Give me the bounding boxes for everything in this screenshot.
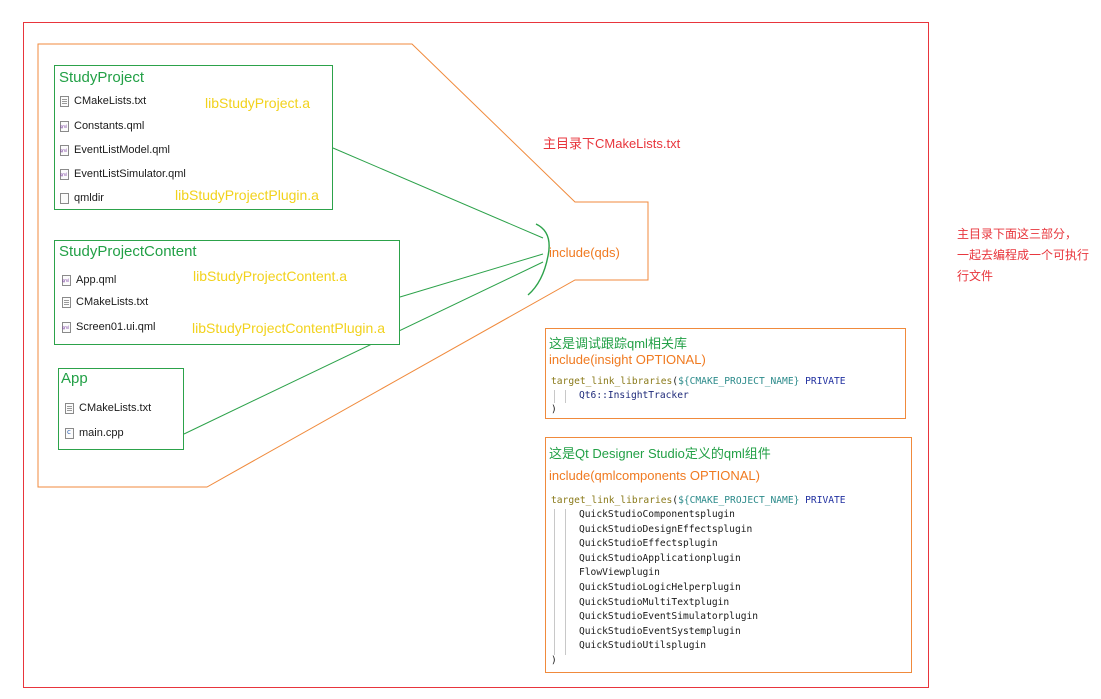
code-private: PRIVATE	[805, 376, 846, 387]
connector-study-project	[332, 147, 544, 239]
qmlcomponents-lib: QuickStudioUtilsplugin	[579, 640, 707, 652]
main-cmake-label: 主目录下CMakeLists.txt	[543, 136, 681, 151]
study-project-title: StudyProject	[59, 69, 145, 86]
insight-box: 这是调试跟踪qml相关库 include(insight OPTIONAL) t…	[545, 328, 906, 419]
qml-file-icon	[60, 120, 69, 132]
code-variable: ${CMAKE_PROJECT_NAME}	[678, 376, 800, 387]
text-file-icon	[65, 402, 74, 414]
qmlcomponents-lib: FlowViewplugin	[579, 567, 660, 579]
file-item[interactable]: App.qml	[62, 274, 116, 286]
file-name: App.qml	[76, 274, 117, 286]
file-item[interactable]: EventListSimulator.qml	[60, 168, 186, 180]
code-indent-guide	[554, 509, 555, 655]
qmlcomponents-lib: QuickStudioMultiTextplugin	[579, 596, 730, 608]
side-note-line: 一起去编程成一个可执行	[957, 248, 1090, 262]
study-project-content-title: StudyProjectContent	[59, 243, 197, 260]
file-item[interactable]: CMakeLists.txt	[62, 296, 148, 308]
qml-file-icon	[62, 274, 71, 286]
cpp-file-icon	[65, 427, 74, 439]
insight-include: include(insight OPTIONAL)	[549, 352, 706, 367]
connector-app	[183, 261, 544, 435]
code-close-paren: )	[551, 404, 557, 415]
qmlcomponents-lib: QuickStudioApplicationplugin	[579, 552, 741, 564]
qmlcomponents-lib: QuickStudioLogicHelperplugin	[579, 582, 741, 593]
code-function: target_link_libraries	[551, 495, 673, 506]
file-item[interactable]: CMakeLists.txt	[60, 95, 146, 107]
lib-study-project-content-plugin-label: libStudyProjectContentPlugin.a	[192, 320, 386, 336]
file-name: EventListSimulator.qml	[74, 168, 186, 180]
file-name: Constants.qml	[74, 120, 145, 132]
qmlcomponents-lib: QuickStudioComponentsplugin	[579, 509, 735, 520]
qmlcomponents-code-line: target_link_libraries(${CMAKE_PROJECT_NA…	[551, 495, 846, 506]
code-function: target_link_libraries	[551, 376, 673, 387]
insight-code-line: target_link_libraries(${CMAKE_PROJECT_NA…	[551, 376, 846, 387]
lib-study-project-plugin-label: libStudyProjectPlugin.a	[175, 187, 319, 203]
study-project-group: StudyProject CMakeLists.txt Constants.qm…	[54, 65, 333, 210]
file-name: EventListModel.qml	[74, 144, 170, 156]
include-bracket	[527, 223, 550, 296]
code-indent-guide	[565, 390, 566, 403]
qml-file-icon	[62, 321, 71, 333]
app-group: App CMakeLists.txt main.cpp	[58, 368, 184, 450]
qmlcomponents-box: 这是Qt Designer Studio定义的qml组件 include(qml…	[545, 437, 912, 673]
app-title: App	[61, 370, 88, 387]
file-item[interactable]: Screen01.ui.qml	[62, 321, 156, 333]
file-name: main.cpp	[79, 427, 124, 439]
insight-box-title: 这是调试跟踪qml相关库	[549, 336, 687, 351]
file-item[interactable]: Constants.qml	[60, 120, 144, 132]
qml-file-icon	[60, 144, 69, 156]
side-note-line: 主目录下面这三部分，	[957, 227, 1078, 241]
file-item[interactable]: CMakeLists.txt	[65, 402, 151, 414]
blank-file-icon	[60, 192, 69, 204]
qmlcomponents-lib: QuickStudioEventSystemplugin	[579, 625, 741, 637]
outer-frame	[23, 22, 929, 688]
file-item[interactable]: EventListModel.qml	[60, 144, 170, 156]
file-item[interactable]: qmldir	[60, 192, 104, 204]
code-private: PRIVATE	[805, 495, 846, 506]
file-name: CMakeLists.txt	[79, 402, 152, 414]
connector-study-project-content	[399, 253, 544, 298]
include-qds-label: include(qds)	[549, 245, 620, 260]
qml-file-icon	[60, 168, 69, 180]
code-indent-guide	[554, 390, 555, 403]
file-name: qmldir	[74, 192, 104, 204]
lib-study-project-label: libStudyProject.a	[205, 95, 311, 111]
side-note-line: 行文件	[957, 269, 994, 283]
qmlcomponents-include: include(qmlcomponents OPTIONAL)	[549, 468, 760, 483]
qmlcomponents-lib: QuickStudioEventSimulatorplugin	[579, 611, 759, 623]
side-note: 主目录下面这三部分， 一起去编程成一个可执行 行文件	[957, 224, 1097, 287]
lib-study-project-content-label: libStudyProjectContent.a	[193, 268, 348, 284]
text-file-icon	[62, 296, 71, 308]
text-file-icon	[60, 95, 69, 107]
code-close-paren: )	[551, 655, 557, 666]
code-indent-guide	[565, 509, 566, 655]
code-variable: ${CMAKE_PROJECT_NAME}	[678, 495, 800, 506]
orange-grouping-outline	[37, 43, 649, 488]
file-name: Screen01.ui.qml	[76, 321, 156, 333]
insight-lib: Qt6::InsightTracker	[579, 390, 689, 401]
qmlcomponents-box-title: 这是Qt Designer Studio定义的qml组件	[549, 446, 771, 461]
qmlcomponents-lib: QuickStudioDesignEffectsplugin	[579, 523, 753, 535]
study-project-content-group: StudyProjectContent App.qml CMakeLists.t…	[54, 240, 400, 345]
file-name: CMakeLists.txt	[76, 296, 149, 308]
file-name: CMakeLists.txt	[74, 95, 147, 107]
file-item[interactable]: main.cpp	[65, 427, 124, 439]
qmlcomponents-lib: QuickStudioEffectsplugin	[579, 538, 718, 550]
